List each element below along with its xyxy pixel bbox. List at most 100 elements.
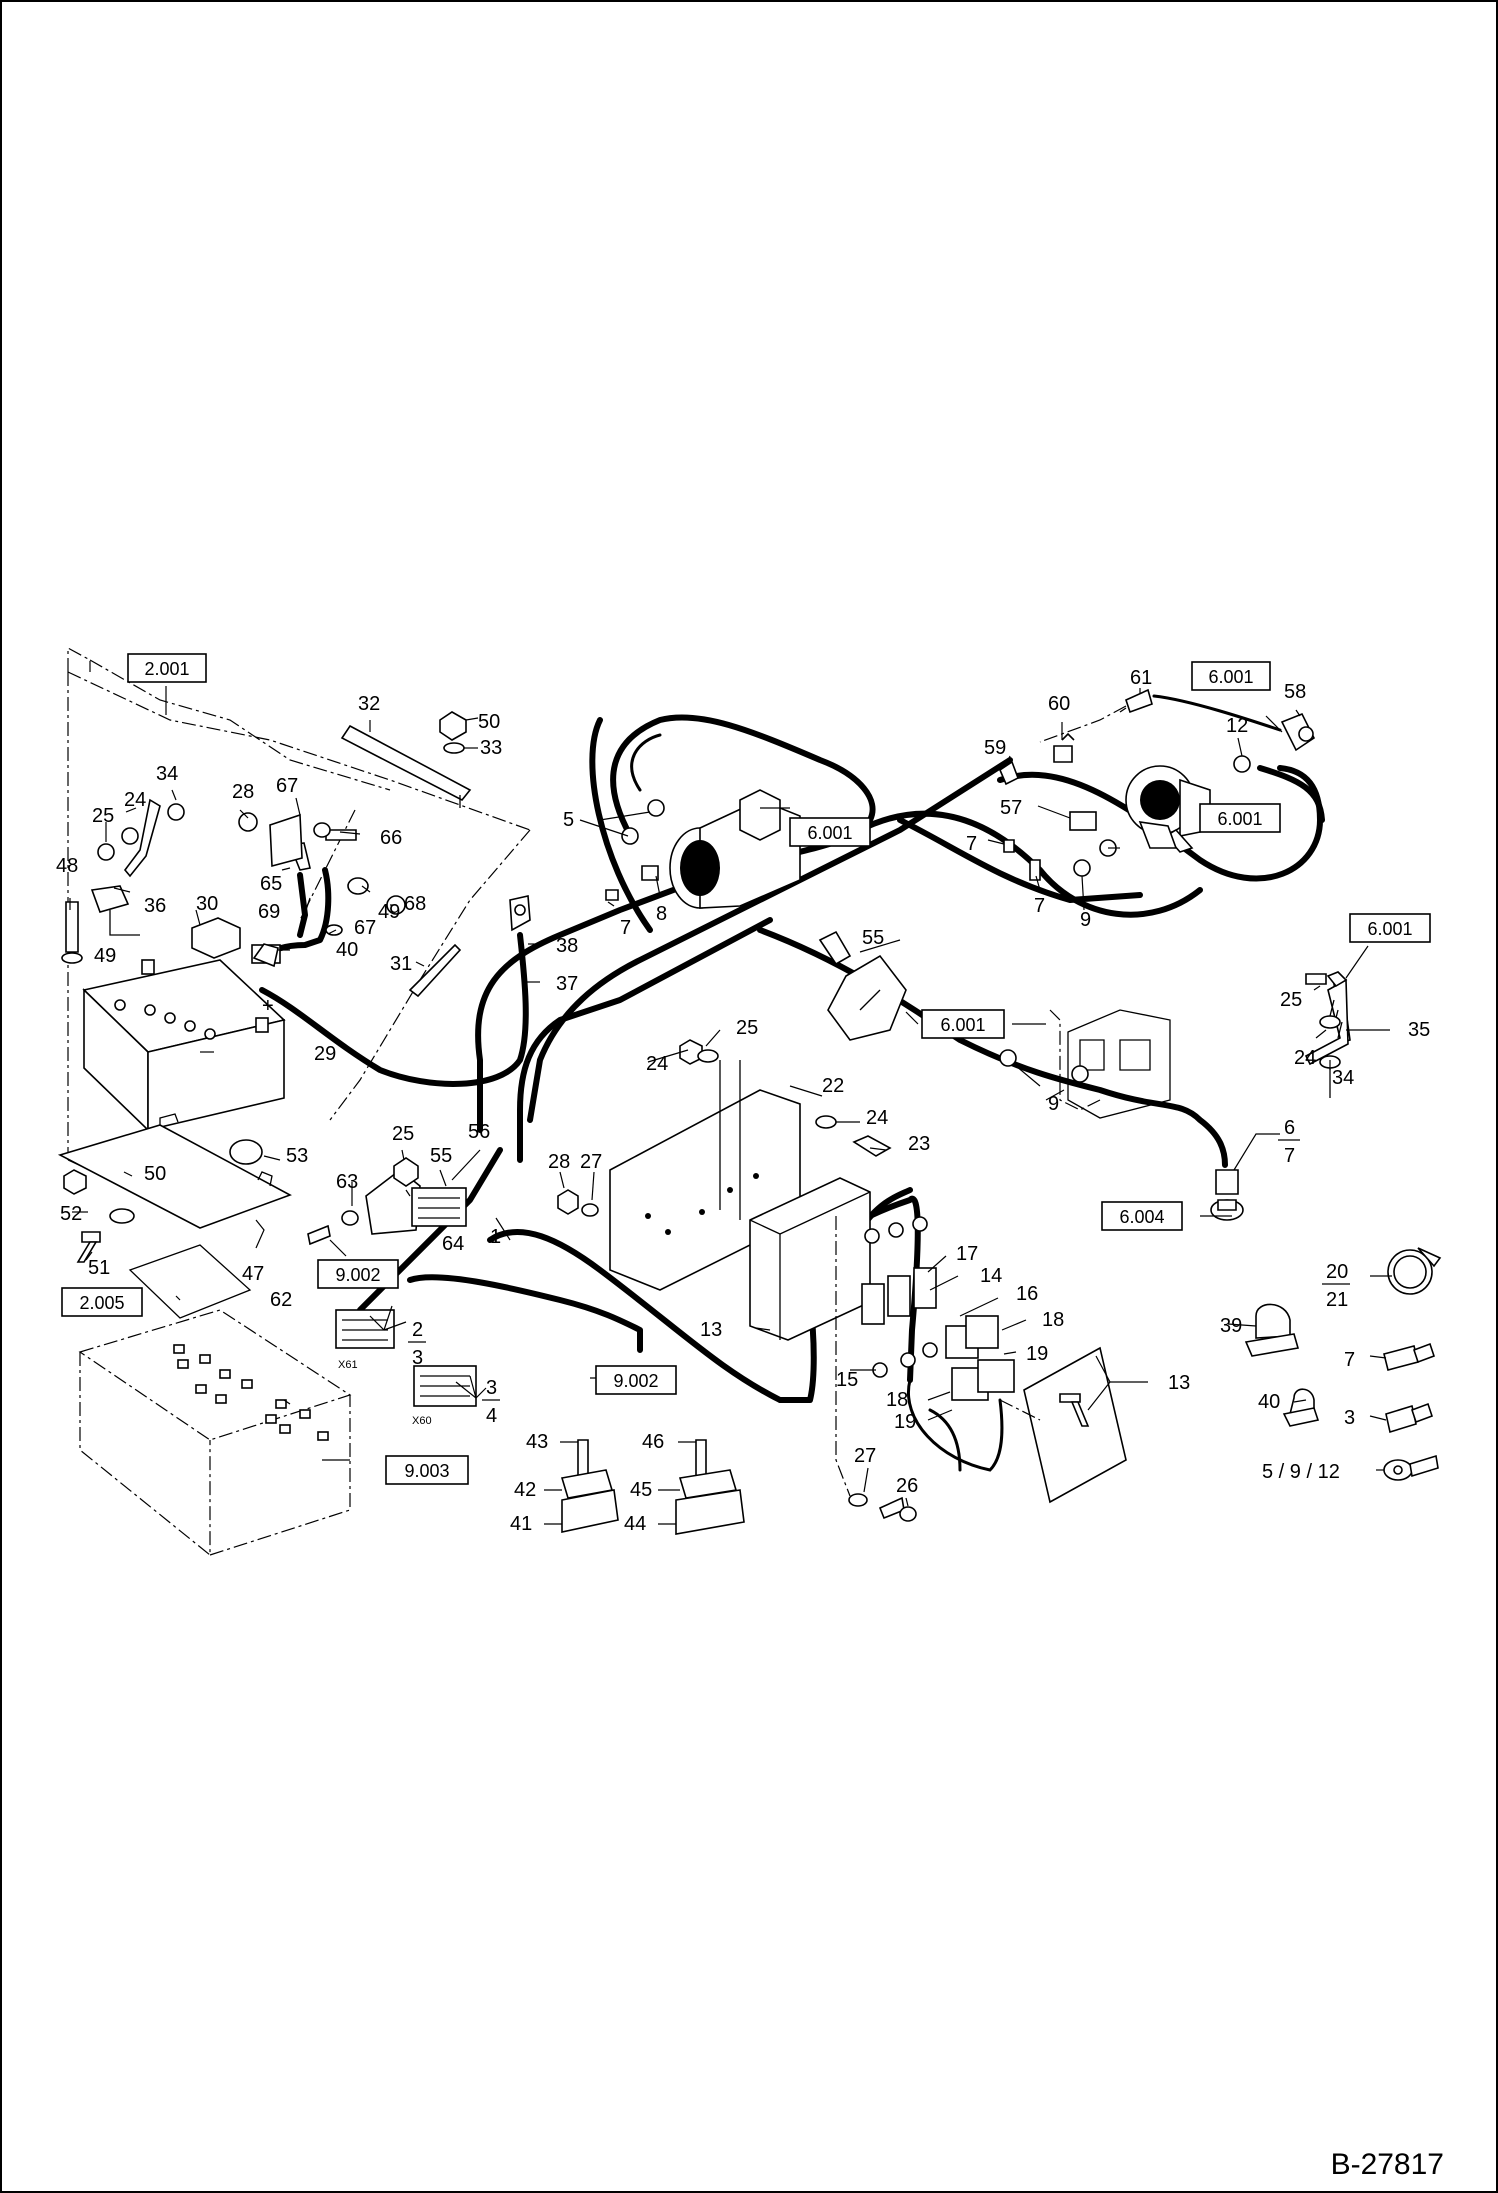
- plug-59: [999, 760, 1020, 786]
- ref-box-label: 6.001: [1217, 809, 1262, 829]
- ref-box-2-001: 2.001: [127, 653, 207, 683]
- callout: 47: [242, 1263, 264, 1285]
- callout: 37: [556, 973, 578, 995]
- callout: 52: [60, 1203, 82, 1225]
- ref-box-6-001-sensor: 6.001: [1191, 661, 1271, 691]
- ref-box-label: 2.005: [79, 1293, 124, 1313]
- callout: 5 / 9 / 12: [1262, 1461, 1340, 1483]
- callout: 57: [1000, 797, 1022, 819]
- ref-box-9-002-harness: 9.002: [595, 1365, 677, 1395]
- sensor-wire: [1152, 694, 1282, 732]
- callout: 28: [548, 1151, 570, 1173]
- nut-washer-25-24: [557, 1039, 892, 1217]
- callout: 7: [1034, 895, 1045, 917]
- callout: 56: [468, 1121, 490, 1143]
- callout: 39: [1220, 1315, 1242, 1337]
- cover-plate-13: [1023, 1346, 1127, 1504]
- callout: 64: [442, 1233, 464, 1255]
- callout: 48: [56, 855, 78, 877]
- ground-strap-35: [1304, 971, 1351, 1098]
- callout: 30: [196, 893, 218, 915]
- callout: 43: [526, 1431, 548, 1453]
- callout: 16: [1016, 1283, 1038, 1305]
- connector-label-x61: X61: [338, 1359, 358, 1371]
- ref-box-label: 2.001: [144, 659, 189, 679]
- callout: 25: [1280, 989, 1302, 1011]
- callout: 61: [1130, 667, 1152, 689]
- cable-end-38: [509, 895, 531, 932]
- ring-12: [1233, 755, 1251, 773]
- callout: 14: [980, 1265, 1002, 1287]
- clamp-44-46: [675, 1439, 745, 1535]
- callout: 31: [390, 953, 412, 975]
- callout: 12: [1226, 715, 1248, 737]
- callout: 33: [480, 737, 502, 759]
- ref-box-9-003: 9.003: [385, 1455, 469, 1485]
- callout: 44: [624, 1513, 646, 1535]
- callout: 18: [886, 1389, 908, 1411]
- ref-box-6-004: 6.004: [1101, 1201, 1183, 1231]
- callout: 3: [1344, 1407, 1355, 1429]
- callout: 23: [908, 1133, 930, 1155]
- bracket-64: [307, 1157, 421, 1246]
- ref-box-6-001-alternator: 6.001: [1199, 803, 1281, 833]
- callout: 7: [966, 833, 977, 855]
- sensor-58: [1280, 712, 1316, 752]
- ref-box-6-001-strap: 6.001: [1349, 913, 1431, 943]
- callout: 24: [646, 1053, 668, 1075]
- ref-box-label: 9.003: [404, 1461, 449, 1481]
- ref-box-label: 6.001: [1208, 667, 1253, 687]
- ref-box-6-001-starter: 6.001: [789, 817, 871, 847]
- callout: 35: [1408, 1019, 1430, 1041]
- callout: 13: [700, 1319, 722, 1341]
- callout: 59: [984, 737, 1006, 759]
- fuse-box-outline: [78, 1244, 352, 1557]
- control-box-13: [749, 1177, 871, 1341]
- engine-block-right: [999, 1009, 1171, 1119]
- terminals-9-alt: [1003, 839, 1117, 881]
- ref-box-label: 6.001: [807, 823, 852, 843]
- clamp-39: [1244, 1303, 1300, 1357]
- callout: 24: [866, 1107, 888, 1129]
- alternator: [1125, 765, 1211, 853]
- callout: 67: [276, 775, 298, 797]
- ref-box-label: 6.004: [1119, 1207, 1164, 1227]
- callout: 25: [736, 1017, 758, 1039]
- fuse-57: [1069, 811, 1097, 831]
- callout: 58: [1284, 681, 1306, 703]
- callout: 25: [92, 805, 114, 827]
- callout: 55: [862, 927, 884, 949]
- document-number: B-27817: [1331, 2148, 1444, 2181]
- ring-terminal-5-9-12: [1383, 1454, 1439, 1481]
- callout: 1: [490, 1226, 501, 1248]
- callout: 49: [378, 901, 400, 923]
- starter-motor: [669, 789, 801, 909]
- battery-clamp-53: [229, 1139, 263, 1165]
- callout: 66: [380, 827, 402, 849]
- callout: 69: [258, 901, 280, 923]
- callout: 53: [286, 1145, 308, 1167]
- ref-box-2-005: 2.005: [61, 1287, 143, 1317]
- connector-label-x60: X60: [412, 1415, 432, 1427]
- holder-bar-32: [340, 724, 472, 808]
- bracket-65: [238, 812, 406, 915]
- callout: 45: [630, 1479, 652, 1501]
- terminal-7: [1383, 1342, 1436, 1371]
- callout: 28: [232, 781, 254, 803]
- ref-box-label: 6.001: [1367, 919, 1412, 939]
- ref-box-9-002-bracket: 9.002: [317, 1259, 399, 1289]
- washer-nut-52: [63, 1169, 135, 1263]
- callout: 34: [156, 763, 178, 785]
- callout: 34: [1332, 1067, 1354, 1089]
- callout: 20: [1326, 1261, 1348, 1283]
- callout: 50: [478, 711, 500, 733]
- callout: 60: [1048, 693, 1070, 715]
- callout: 40: [1258, 1391, 1280, 1413]
- callout: 27: [854, 1445, 876, 1467]
- ref-box-6-001-engine: 6.001: [921, 1009, 1005, 1039]
- callout: 55: [430, 1145, 452, 1167]
- callout: 5: [563, 809, 574, 831]
- callout: 8: [656, 903, 667, 925]
- callout: 25: [392, 1123, 414, 1145]
